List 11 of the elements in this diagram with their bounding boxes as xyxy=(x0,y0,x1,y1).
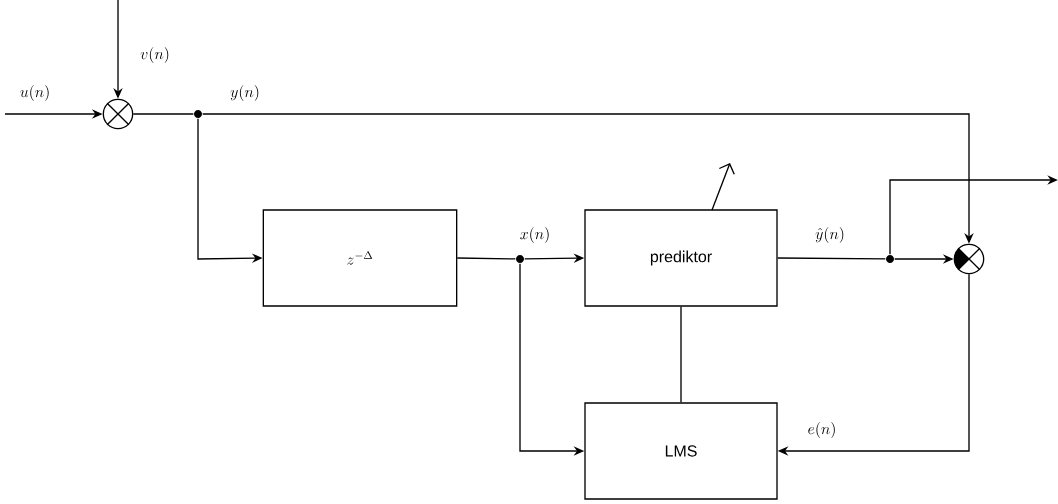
edge-label: $y(n)$ xyxy=(228,83,262,103)
multiplier-circle xyxy=(102,98,134,130)
process-box: $z^{-\Delta}$ xyxy=(262,209,458,307)
edge-label: $v(n)$ xyxy=(138,45,172,65)
edge-label: $u(n)$ xyxy=(18,83,52,103)
multiplier-circle xyxy=(953,243,985,275)
edge-label: $\hat{y}(n)$ xyxy=(813,225,847,245)
process-box: prediktor xyxy=(584,209,778,307)
edge-label: $x(n)$ xyxy=(518,225,552,245)
edge-label: $e(n)$ xyxy=(806,420,838,440)
process-box: LMS xyxy=(584,402,778,500)
